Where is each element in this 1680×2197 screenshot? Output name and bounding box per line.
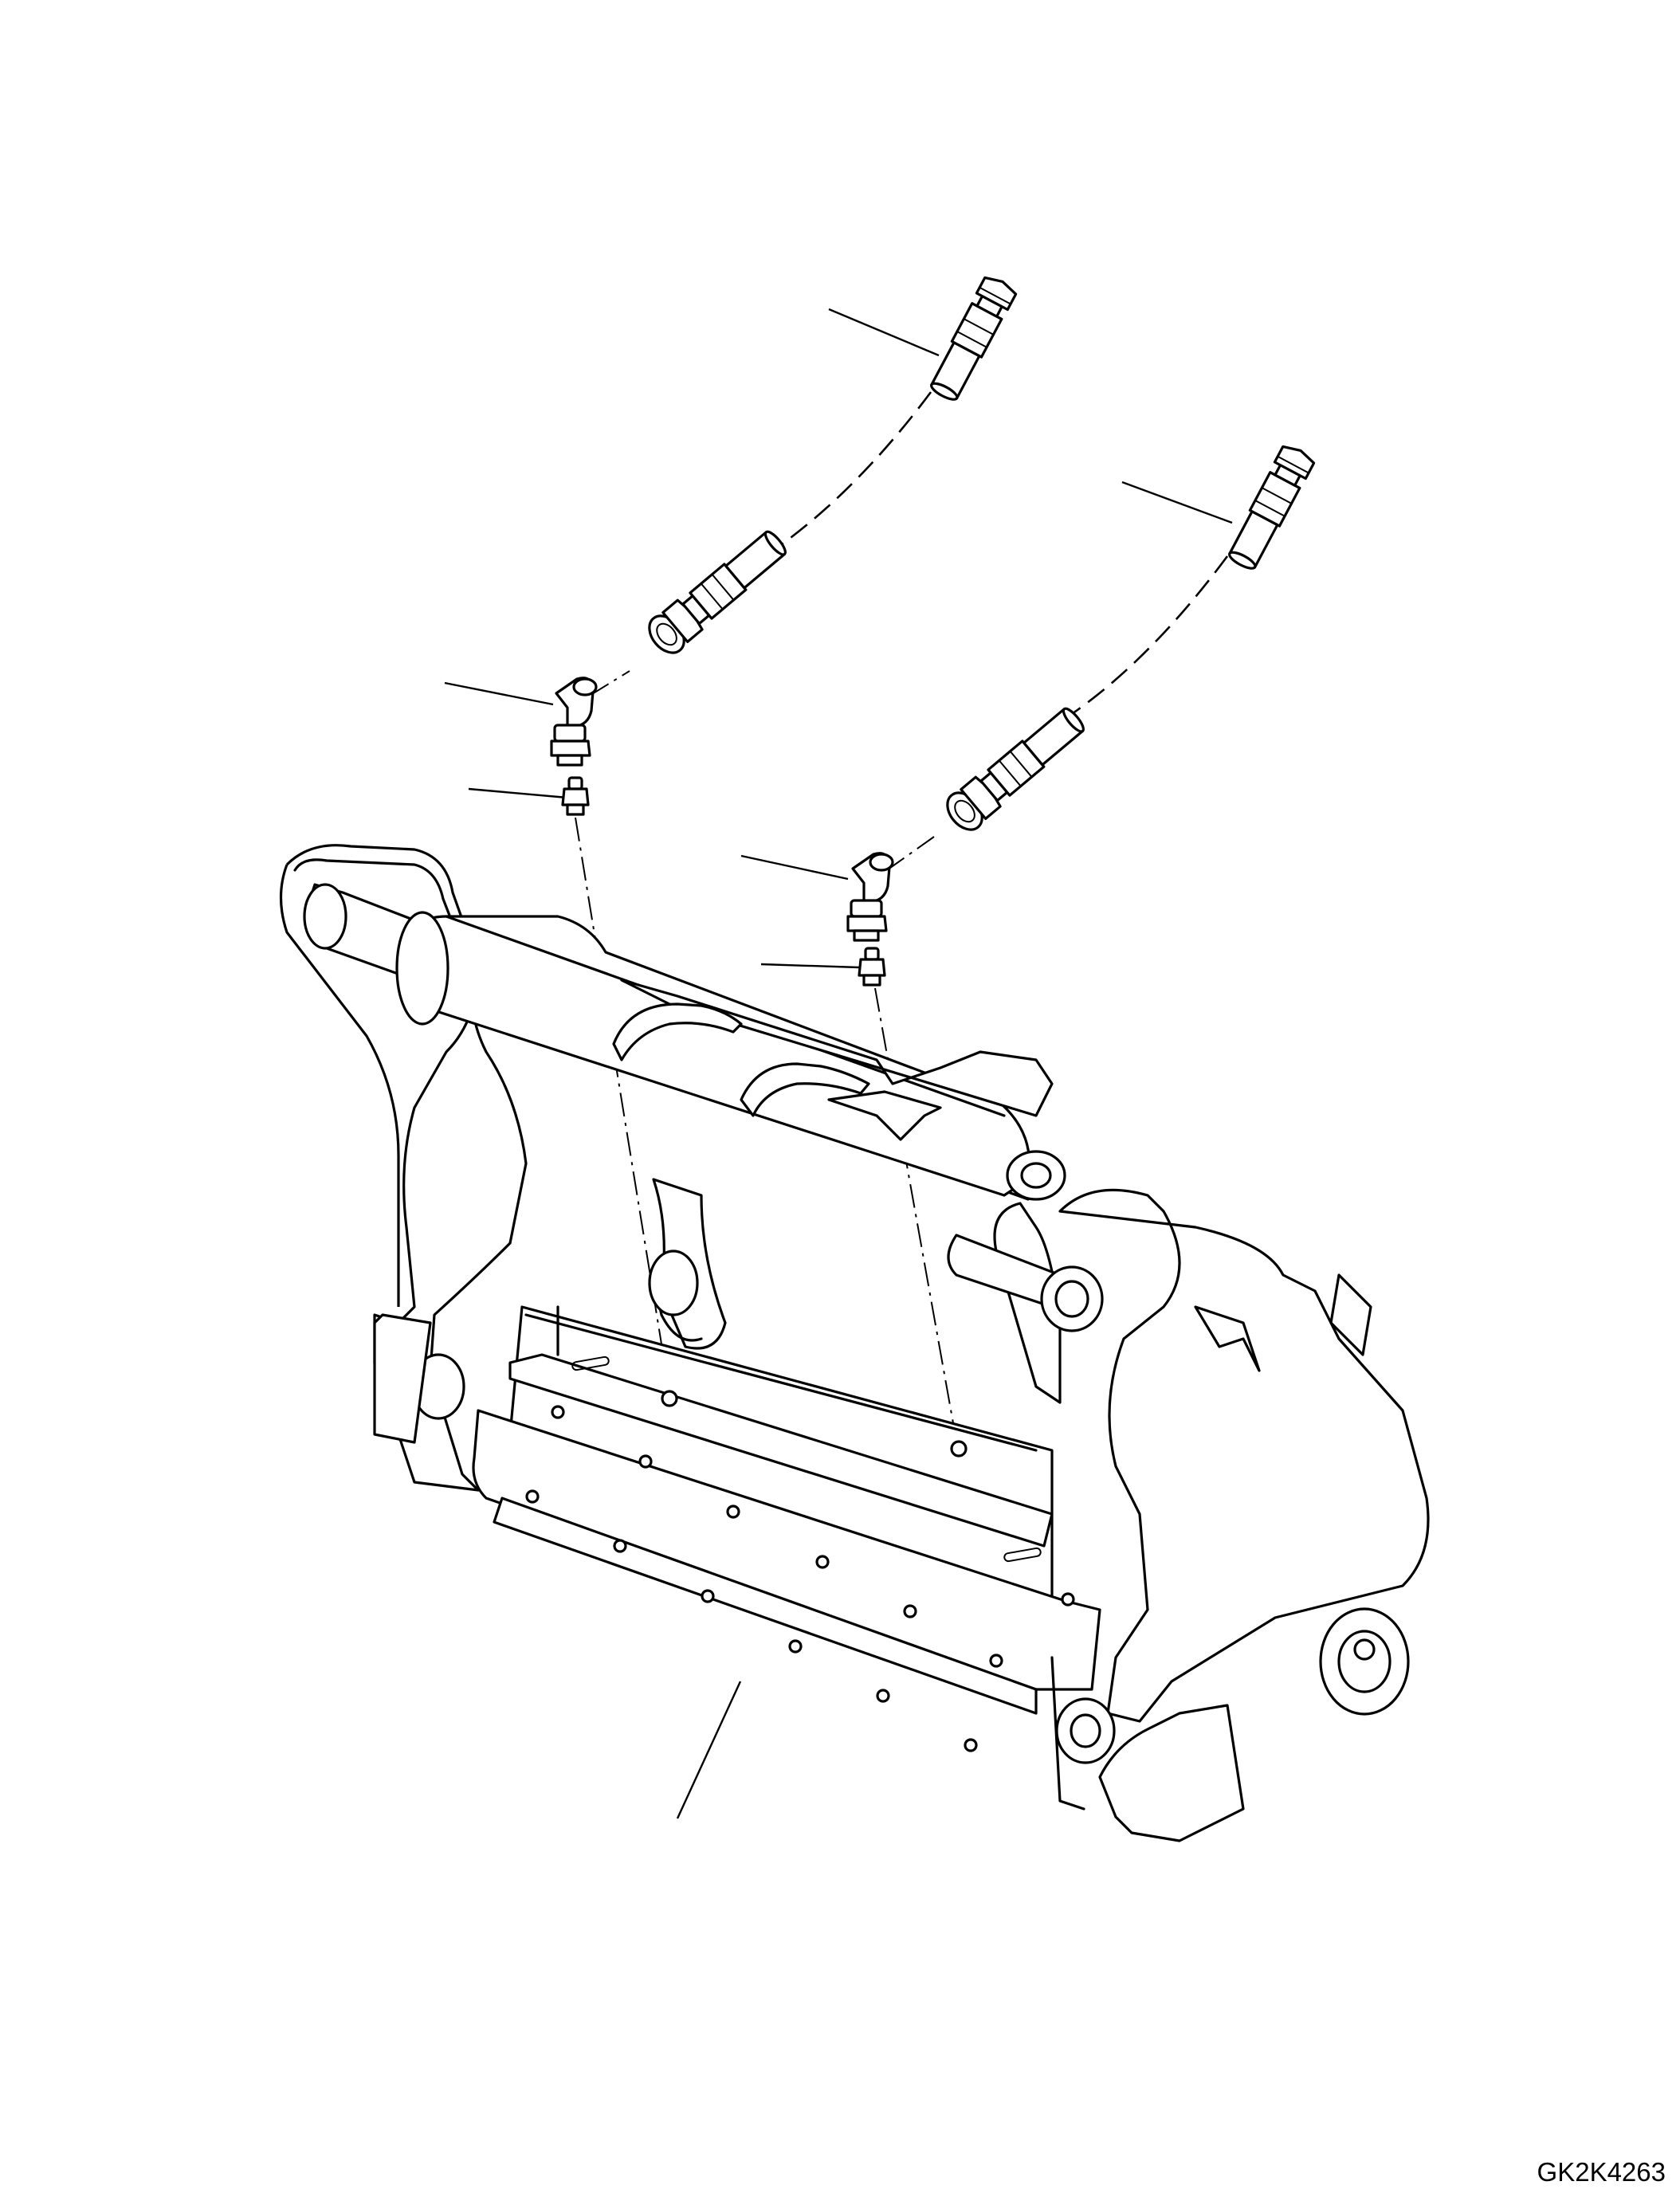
leader-hose-right [1121,481,1233,524]
leader-lines [444,308,1233,1819]
leader-nipple-right [760,963,860,969]
hook-left [612,1002,743,1061]
drawing-code: GK2K4263 [1537,2157,1666,2187]
bolt-row-upper [551,1405,1003,1668]
elbow-fitting-right [846,852,894,942]
axis-nipple-left [575,817,672,1403]
right-side-plate [1058,1188,1430,1723]
hook-right [740,1062,870,1117]
bolt-row-lower [525,1489,1075,1752]
hose-assembly-upper-right [946,445,1316,831]
leader-frame [676,1681,742,1819]
elbow-fitting-left [550,677,598,767]
top-plate [620,979,1054,1117]
leader-elbow-right [740,854,849,881]
grease-port-right [950,1440,968,1457]
leader-nipple-left [468,787,568,799]
hose-assembly-upper-left [648,276,1018,654]
leader-elbow-left [444,681,554,706]
lower-right-block [1098,1704,1245,1842]
coupler-frame [279,844,1430,1842]
grease-nipple-right [858,947,886,987]
left-side-plate [279,844,528,1492]
grease-nipple-left [561,776,590,816]
slot-right [1003,1547,1042,1563]
right-wing [1194,1305,1261,1372]
slot-left [571,1355,610,1371]
leader-hose-left [828,308,940,357]
cutting-edge-plate [472,1409,1101,1691]
grease-port-left [661,1390,678,1407]
center-bore [648,1250,699,1316]
axis-nipple-right [874,987,957,1442]
